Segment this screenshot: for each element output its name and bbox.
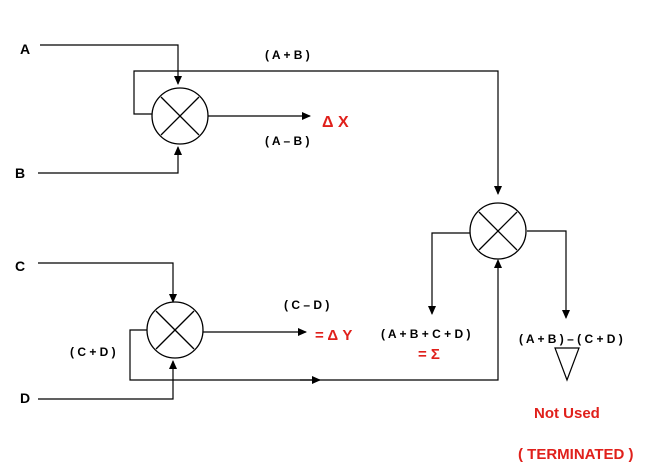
input-b-label: B: [15, 165, 25, 181]
hybrid-2: [38, 259, 502, 400]
wire-h3-diff-out: [527, 230, 570, 319]
input-d-label: D: [20, 390, 30, 406]
label-delta-x: Δ X: [322, 114, 349, 131]
label-eq-sigma: = Σ: [418, 346, 440, 363]
wire-c-to-h2: [38, 262, 177, 303]
label-c-minus-d: ( C – D ): [284, 298, 329, 312]
label-c-plus-d: ( C + D ): [70, 345, 116, 359]
label-sum-expr: ( A + B + C + D ): [381, 327, 470, 341]
label-diff-expr: ( A + B ) – ( C + D ): [519, 332, 623, 346]
junction-cross: [160, 96, 200, 136]
input-a-label: A: [20, 41, 30, 57]
wire-h1-sum-out: [133, 70, 502, 195]
label-a-minus-b: ( A – B ): [265, 134, 309, 148]
wire-b-to-h1: [38, 146, 182, 174]
wire-h2-sum-out: [129, 259, 502, 381]
label-terminated: ( TERMINATED ): [518, 446, 634, 463]
wire-a-to-h1: [40, 44, 182, 85]
junction-cross: [478, 211, 518, 251]
hybrid-3: [428, 202, 570, 319]
input-c-label: C: [15, 258, 25, 274]
junction-cross: [155, 310, 195, 350]
wire-d-to-h2: [38, 360, 177, 400]
wire-h3-sum-out: [428, 232, 470, 315]
label-not-used: Not Used: [534, 405, 600, 422]
termination-load-icon: [554, 347, 580, 382]
hybrid-1: [38, 44, 502, 195]
label-eq-delta-y: = Δ Y: [315, 327, 352, 344]
label-a-plus-b: ( A + B ): [265, 48, 310, 62]
